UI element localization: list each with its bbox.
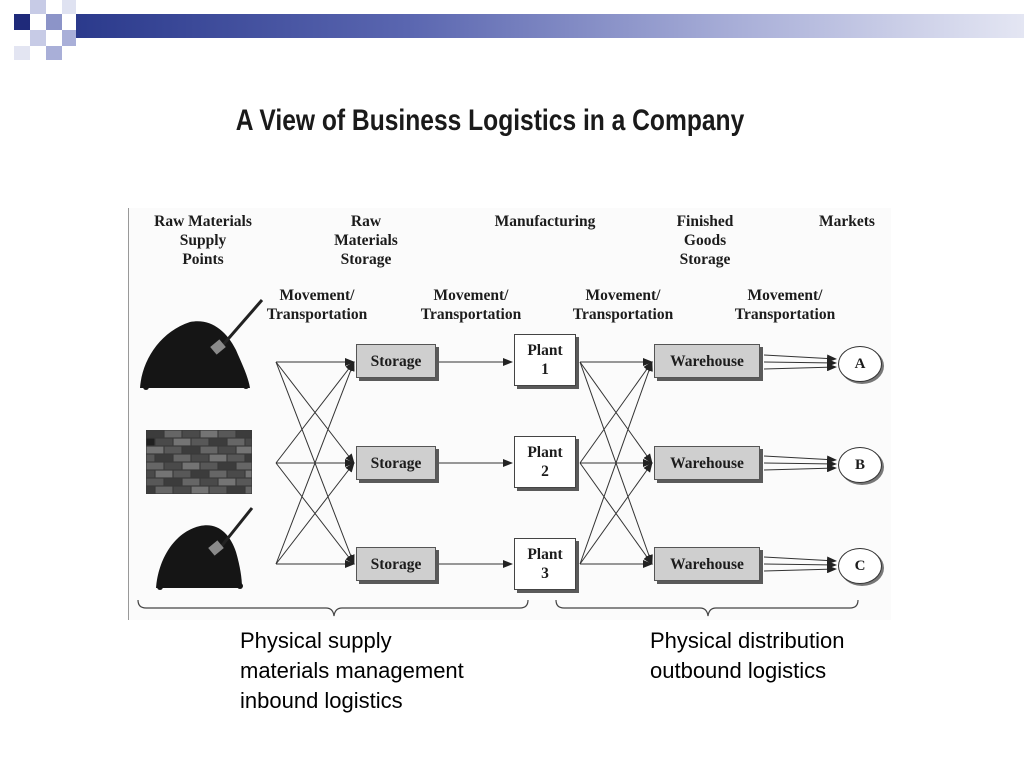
supply-brace [137, 599, 529, 617]
dirt-pile-top-icon [140, 299, 264, 390]
dirt-pile-bottom-icon [156, 507, 254, 590]
page-title: A View of Business Logistics in a Compan… [235, 104, 745, 137]
slide-header-bar [76, 14, 1024, 38]
warehouse-box-3: Warehouse [654, 547, 760, 581]
plant-to-warehouse-arrows [579, 358, 653, 568]
movement-label-3: Movement/Transportation [572, 287, 674, 323]
distribution-brace [555, 599, 859, 617]
brick-stack-icon [146, 430, 252, 494]
movement-label-2: Movement/Transportation [420, 287, 522, 323]
movement-label-1: Movement/Transportation [266, 287, 368, 323]
header-markets: Markets [819, 213, 875, 230]
warehouse-to-market-arrows [763, 354, 837, 574]
market-b: B [838, 447, 882, 483]
figure-background [128, 208, 891, 620]
market-a: A [838, 346, 882, 382]
storage-box-2: Storage [356, 446, 436, 480]
slide-decoration [0, 0, 80, 64]
storage-to-plant-arrows [438, 358, 513, 568]
movement-label-4: Movement/Transportation [734, 287, 836, 323]
warehouse-box-2: Warehouse [654, 446, 760, 480]
source-to-storage-arrows [275, 358, 355, 568]
header-manufacturing: Manufacturing [494, 213, 596, 230]
market-c: C [838, 548, 882, 584]
storage-box-3: Storage [356, 547, 436, 581]
storage-box-1: Storage [356, 344, 436, 378]
warehouse-box-1: Warehouse [654, 344, 760, 378]
